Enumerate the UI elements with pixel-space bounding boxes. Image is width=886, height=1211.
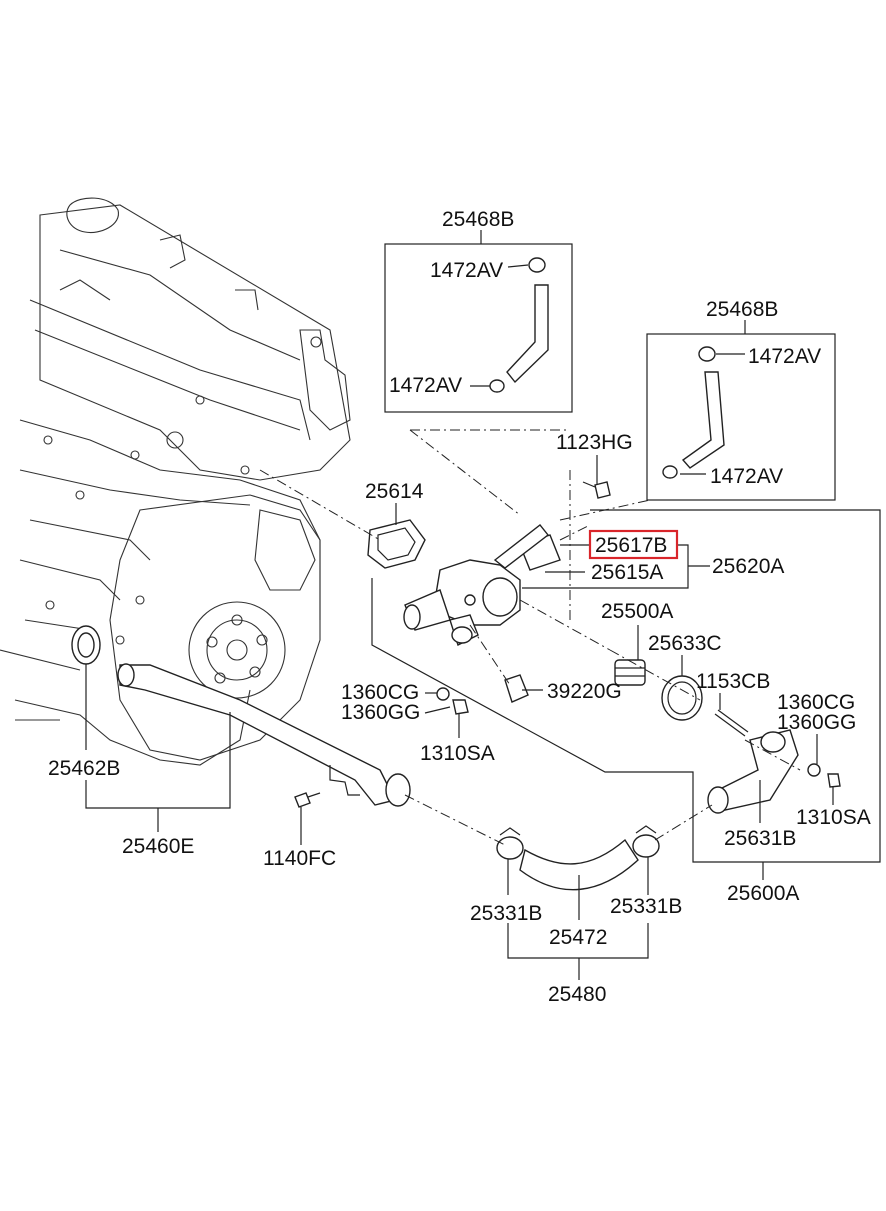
label-25460e[interactable]: 25460E bbox=[122, 835, 194, 858]
water-fitting-part bbox=[717, 729, 799, 811]
label-1472av-top-left[interactable]: 1472AV bbox=[430, 259, 503, 282]
nut-1310sa-right-part bbox=[827, 773, 841, 788]
label-25615a[interactable]: 25615A bbox=[591, 561, 663, 584]
bolt-1123hg-part bbox=[594, 481, 611, 499]
label-25631b[interactable]: 25631B bbox=[724, 827, 796, 850]
label-1153cb[interactable]: 1153CB bbox=[696, 670, 770, 693]
label-25472[interactable]: 25472 bbox=[549, 926, 607, 949]
label-1123hg[interactable]: 1123HG bbox=[556, 431, 633, 454]
hose-25468b-left-part bbox=[506, 284, 549, 384]
hose-25468b-right-part bbox=[681, 371, 725, 469]
temperature-sensor-part bbox=[504, 674, 529, 703]
hose-clamp-right-part bbox=[632, 834, 660, 858]
group-box-25468b-left bbox=[384, 243, 573, 413]
label-1472av-top-right[interactable]: 1472AV bbox=[748, 345, 821, 368]
label-1360gg-right[interactable]: 1360GG bbox=[777, 711, 856, 734]
label-25614[interactable]: 25614 bbox=[365, 480, 424, 503]
stud-part bbox=[717, 709, 749, 733]
label-1310sa-left[interactable]: 1310SA bbox=[420, 742, 495, 765]
bolt-1140fc-part bbox=[294, 792, 311, 808]
label-25331b-left[interactable]: 25331B bbox=[470, 902, 542, 925]
nut-1310sa-left-part bbox=[452, 699, 469, 715]
label-1472av-bottom-left[interactable]: 1472AV bbox=[389, 374, 462, 397]
label-1310sa-right[interactable]: 1310SA bbox=[796, 806, 871, 829]
engine-block-illustration bbox=[0, 197, 351, 766]
leader-lines bbox=[85, 230, 881, 980]
label-25480[interactable]: 25480 bbox=[548, 983, 606, 1006]
thermostat-part bbox=[614, 659, 646, 686]
gasket-25614-part bbox=[367, 519, 426, 569]
gasket-1360-left-part bbox=[436, 687, 450, 701]
label-1360cg-left[interactable]: 1360CG bbox=[341, 681, 419, 704]
label-25617b[interactable]: 25617B bbox=[595, 534, 667, 557]
label-25468b-right[interactable]: 25468B bbox=[706, 298, 778, 321]
label-25331b-right[interactable]: 25331B bbox=[610, 895, 682, 918]
label-39220g[interactable]: 39220G bbox=[547, 680, 622, 703]
label-1140fc[interactable]: 1140FC bbox=[263, 847, 336, 870]
label-1472av-bottom-right[interactable]: 1472AV bbox=[710, 465, 783, 488]
group-box-25600a bbox=[371, 509, 881, 863]
hose-part bbox=[519, 838, 639, 891]
highlighted-part-box bbox=[588, 529, 679, 560]
parts-illustrations bbox=[71, 257, 841, 891]
group-box-25468b-right bbox=[646, 333, 836, 501]
label-25468b-left[interactable]: 25468B bbox=[442, 208, 514, 231]
hose-clamp-left-part bbox=[496, 836, 524, 860]
gasket-1360-right-part bbox=[807, 763, 821, 777]
label-25620a[interactable]: 25620A bbox=[712, 555, 784, 578]
label-25462b[interactable]: 25462B bbox=[48, 757, 120, 780]
label-1360gg-left[interactable]: 1360GG bbox=[341, 701, 420, 724]
label-25633c[interactable]: 25633C bbox=[648, 632, 722, 655]
water-pipe-part bbox=[119, 664, 397, 806]
label-1360cg-right[interactable]: 1360CG bbox=[777, 691, 855, 714]
label-25500a[interactable]: 25500A bbox=[601, 600, 673, 623]
label-25600a[interactable]: 25600A bbox=[727, 882, 799, 905]
part-labels: 25468B 1472AV 1472AV 25468B 1472AV 1472A… bbox=[48, 208, 871, 1006]
